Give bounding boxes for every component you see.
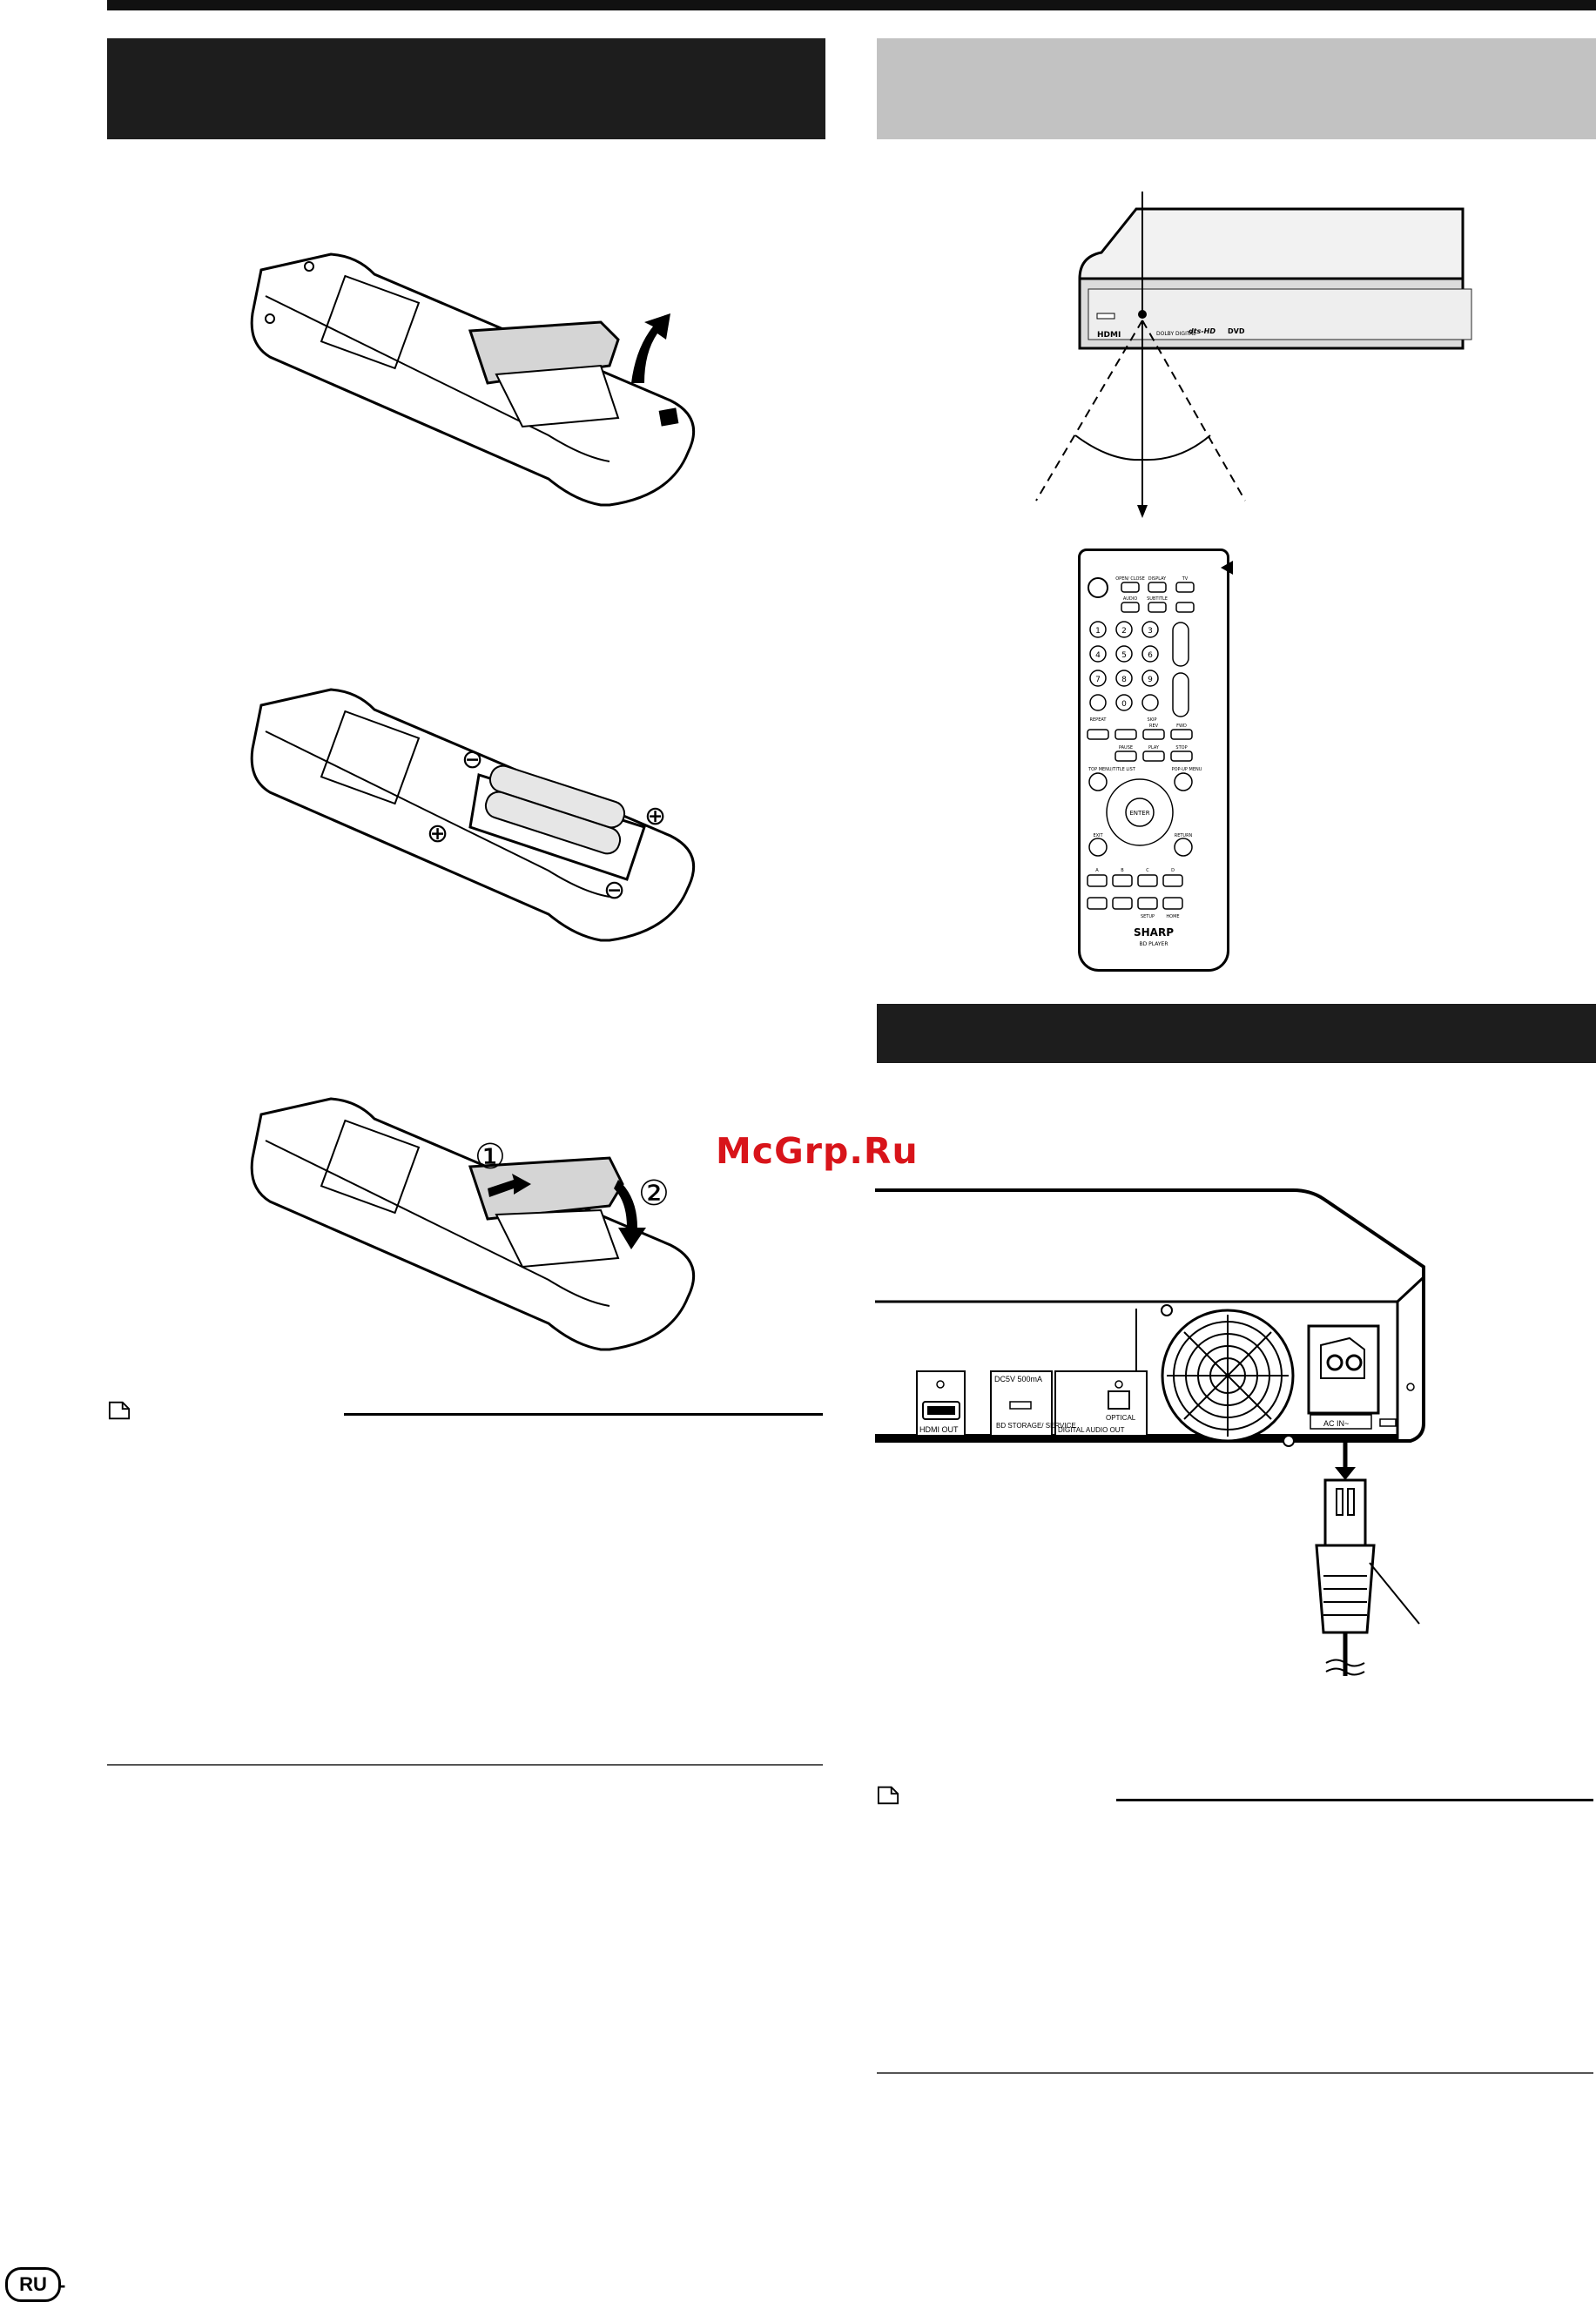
minus-marker-bottom: ⊖ bbox=[603, 876, 626, 905]
plus-marker-right: ⊕ bbox=[644, 802, 667, 831]
note-icon-right bbox=[877, 1786, 899, 1805]
num-8: 8 bbox=[1121, 676, 1127, 684]
remote-step1-illustration bbox=[250, 252, 696, 507]
left-bottom-rule bbox=[107, 1764, 823, 1766]
remote-model: BD PLAYER bbox=[1139, 941, 1168, 947]
logo-dts: dts-HD bbox=[1189, 327, 1216, 335]
a-label: A bbox=[1095, 868, 1099, 873]
num-2: 2 bbox=[1121, 627, 1127, 636]
watermark: McGrp.Ru bbox=[716, 1130, 919, 1172]
play-label: PLAY bbox=[1148, 745, 1160, 751]
note-icon-left bbox=[108, 1401, 131, 1420]
repeat-label: REPEAT bbox=[1090, 717, 1108, 723]
label-optical: OPTICAL bbox=[1106, 1414, 1136, 1422]
remote-front-illustration: 1 2 3 4 5 6 7 8 9 0 ENTER OPEN/ CLOSE DI… bbox=[1078, 549, 1229, 972]
display-label: DISPLAY bbox=[1148, 576, 1167, 582]
num-4: 4 bbox=[1095, 651, 1101, 660]
fwd-label: FWD bbox=[1176, 724, 1187, 729]
num-5: 5 bbox=[1121, 651, 1127, 660]
open-close-label: OPEN/ CLOSE bbox=[1115, 576, 1145, 582]
remote-pointer-arrow bbox=[1221, 561, 1233, 575]
d-label: D bbox=[1171, 868, 1175, 873]
remote-step3-illustration bbox=[250, 1097, 696, 1351]
logo-dvd: DVD bbox=[1228, 327, 1245, 335]
num-9: 9 bbox=[1148, 676, 1153, 684]
note-rule-left bbox=[344, 1413, 823, 1416]
minus-marker-top: ⊖ bbox=[461, 745, 484, 774]
label-dc: DC5V 500mA bbox=[994, 1375, 1042, 1383]
b-label: B bbox=[1121, 868, 1124, 873]
logo-hdmi: HDMI bbox=[1097, 331, 1121, 340]
num-6: 6 bbox=[1148, 651, 1153, 660]
section-header-power bbox=[877, 1004, 1596, 1063]
top-rule bbox=[107, 0, 1596, 10]
page-number-dash: - bbox=[59, 2274, 66, 2296]
label-digital-audio-out: DIGITAL AUDIO OUT bbox=[1058, 1426, 1125, 1434]
remote-step2-illustration bbox=[250, 688, 696, 942]
tv-label: TV bbox=[1182, 576, 1189, 582]
right-bottom-rule bbox=[877, 2072, 1593, 2074]
rev-label: REV bbox=[1149, 724, 1159, 729]
skip-label: SKIP bbox=[1148, 717, 1157, 723]
home-label: HOME bbox=[1166, 914, 1179, 919]
label-bd-storage: BD STORAGE/ SERVICE bbox=[996, 1422, 1076, 1430]
setup-label: SETUP bbox=[1141, 914, 1155, 919]
note-rule-right bbox=[1116, 1799, 1593, 1801]
num-3: 3 bbox=[1148, 627, 1153, 636]
c-label: C bbox=[1146, 868, 1149, 873]
step-marker-2: ② bbox=[638, 1175, 670, 1213]
pause-label: PAUSE bbox=[1119, 745, 1133, 751]
num-7: 7 bbox=[1095, 676, 1101, 684]
audio-label: AUDIO bbox=[1123, 596, 1137, 602]
exit-label: EXIT bbox=[1093, 833, 1103, 838]
player-front-illustration: HDMI DOLBY DIGITAL dts-HD DVD bbox=[1035, 192, 1472, 518]
logo-dolby: DOLBY DIGITAL bbox=[1156, 331, 1196, 337]
popup-menu-label: POP-UP MENU bbox=[1172, 767, 1202, 772]
num-1: 1 bbox=[1095, 627, 1101, 636]
stop-label: STOP bbox=[1175, 745, 1187, 751]
rear-panel-illustration: HDMI OUT DC5V 500mA BD STORAGE/ SERVICE … bbox=[875, 1188, 1425, 1676]
remote-brand: SHARP bbox=[1134, 926, 1174, 939]
num-0: 0 bbox=[1121, 700, 1127, 709]
language-badge: RU bbox=[5, 2267, 61, 2302]
enter-label: ENTER bbox=[1129, 810, 1149, 817]
plus-marker-left: ⊕ bbox=[427, 819, 449, 848]
step-marker-1: ① bbox=[475, 1138, 506, 1176]
top-menu-label: TOP MENU/TITLE LIST bbox=[1088, 767, 1136, 772]
subtitle-label: SUBTITLE bbox=[1147, 596, 1168, 602]
section-header-battery bbox=[107, 38, 825, 139]
return-label: RETURN bbox=[1175, 833, 1193, 838]
label-hdmi-out: HDMI OUT bbox=[919, 1425, 959, 1434]
label-ac-in: AC IN~ bbox=[1323, 1419, 1349, 1428]
section-header-range bbox=[877, 38, 1596, 139]
